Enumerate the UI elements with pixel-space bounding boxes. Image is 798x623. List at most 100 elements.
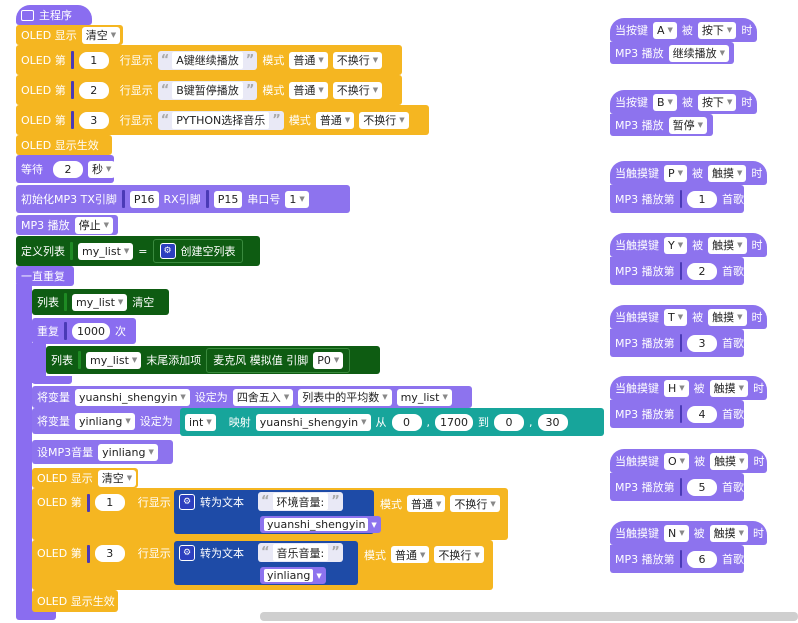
env-vol-text[interactable]: 环境音量: bbox=[272, 493, 329, 510]
forever-block[interactable]: 一直重复 bbox=[16, 266, 74, 286]
touch-y-action-dropdown[interactable]: 触摸▼ bbox=[708, 236, 747, 254]
touch-o-dropdown[interactable]: O▼ bbox=[664, 452, 690, 470]
touch-h-dropdown[interactable]: H▼ bbox=[664, 379, 689, 397]
song-number-2[interactable]: 2 bbox=[687, 262, 717, 280]
music-var-dropdown[interactable]: yinliang▼ bbox=[260, 567, 326, 584]
text-value-2[interactable]: B键暂停播放 bbox=[172, 81, 243, 99]
touch-h-action-dropdown[interactable]: 触摸▼ bbox=[709, 379, 749, 397]
mp3-stop-block[interactable]: MP3 播放 停止▼ bbox=[16, 215, 118, 235]
env-wrap-dropdown[interactable]: 不换行▼ bbox=[450, 495, 500, 512]
music-text-block[interactable]: “音乐音量:” bbox=[258, 543, 343, 562]
env-mode-dropdown[interactable]: 普通▼ bbox=[407, 495, 446, 512]
map-to-max[interactable]: 30 bbox=[537, 413, 568, 431]
list-clear-block[interactable]: 列表 my_list▼ 清空 bbox=[32, 289, 169, 315]
key-a-press-dropdown[interactable]: 按下▼ bbox=[697, 21, 737, 39]
song-number-5[interactable]: 5 bbox=[687, 478, 717, 496]
key-b-press-dropdown[interactable]: 按下▼ bbox=[697, 93, 737, 111]
list-clear-dropdown[interactable]: my_list▼ bbox=[72, 293, 128, 311]
vol-var-dropdown[interactable]: yinliang▼ bbox=[98, 443, 158, 461]
gear-icon[interactable]: ⚙ bbox=[159, 243, 176, 259]
event-touch-h[interactable]: 当触摸键 H▼ 被 触摸▼ 时 bbox=[610, 376, 767, 400]
define-list-block[interactable]: 定义列表 my_list▼ = ⚙ 创建空列表 bbox=[16, 236, 260, 266]
text-block-1[interactable]: “A键继续播放” bbox=[157, 50, 258, 70]
oled-clear-inner-block[interactable]: OLED 显示 清空▼ bbox=[32, 468, 138, 488]
play-song-1[interactable]: MP3 播放第 1 首歌 bbox=[610, 185, 744, 213]
oled-apply-inner-block[interactable]: OLED 显示生效 bbox=[32, 590, 118, 612]
create-empty-list-block[interactable]: ⚙ 创建空列表 bbox=[152, 239, 243, 263]
rx-pin-input[interactable]: P15 bbox=[213, 190, 243, 208]
play-song-2[interactable]: MP3 播放第 2 首歌 bbox=[610, 257, 744, 285]
map-to-min[interactable]: 0 bbox=[494, 413, 525, 431]
oled-line1-block[interactable]: OLED 第 1 行显示 “A键继续播放” 模式 普通▼ 不换行▼ bbox=[16, 45, 402, 75]
music-wrap-dropdown[interactable]: 不换行▼ bbox=[434, 546, 484, 563]
map-from-min[interactable]: 0 bbox=[391, 413, 422, 431]
wrap-dropdown-2[interactable]: 不换行▼ bbox=[332, 81, 383, 99]
mode-dropdown-2[interactable]: 普通▼ bbox=[289, 81, 328, 99]
song-number-4[interactable]: 4 bbox=[687, 405, 717, 423]
play-song-6[interactable]: MP3 播放第 6 首歌 bbox=[610, 545, 744, 573]
touch-t-action-dropdown[interactable]: 触摸▼ bbox=[708, 308, 747, 326]
text-block-3[interactable]: “PYTHON选择音乐” bbox=[157, 110, 284, 130]
wait-value[interactable]: 2 bbox=[53, 160, 83, 178]
main-program-hat[interactable]: 主程序 bbox=[16, 5, 92, 25]
event-touch-t[interactable]: 当触摸键 T▼ 被 触摸▼ 时 bbox=[610, 305, 767, 329]
int-map-block[interactable]: int▼ 映射 yuanshi_shengyin▼ 从 0 , 1700 到 0… bbox=[180, 408, 604, 436]
tx-pin-input[interactable]: P16 bbox=[129, 190, 159, 208]
oled-line2-block[interactable]: OLED 第 2 行显示 “B键暂停播放” 模式 普通▼ 不换行▼ bbox=[16, 75, 402, 105]
event-key-a[interactable]: 当按键 A▼ 被 按下▼ 时 bbox=[610, 18, 757, 42]
play-song-3[interactable]: MP3 播放第 3 首歌 bbox=[610, 329, 744, 357]
event-touch-o[interactable]: 当触摸键 O▼ 被 触摸▼ 时 bbox=[610, 449, 767, 473]
map-from-max[interactable]: 1700 bbox=[435, 413, 474, 431]
repeat-block[interactable]: 重复 1000 次 bbox=[32, 318, 136, 344]
list-avg-dropdown[interactable]: 列表中的平均数▼ bbox=[298, 388, 392, 406]
event-touch-p[interactable]: 当触摸键 P▼ 被 触摸▼ 时 bbox=[610, 161, 767, 185]
oled-line3-block[interactable]: OLED 第 3 行显示 “PYTHON选择音乐” 模式 普通▼ 不换行▼ bbox=[16, 105, 429, 135]
wait-unit-dropdown[interactable]: 秒▼ bbox=[88, 160, 116, 178]
music-mode-dropdown[interactable]: 普通▼ bbox=[391, 546, 430, 563]
mp3-pause-block[interactable]: MP3 播放 暂停▼ bbox=[610, 114, 713, 136]
list-append-block[interactable]: 列表 my_list▼ 末尾添加项 麦克风 模拟值 引脚 P0▼ bbox=[46, 346, 380, 374]
mp3-stop-dropdown[interactable]: 停止▼ bbox=[74, 216, 114, 234]
play-song-4[interactable]: MP3 播放第 4 首歌 bbox=[610, 400, 744, 428]
list-name-dropdown[interactable]: my_list▼ bbox=[78, 242, 134, 260]
key-a-dropdown[interactable]: A▼ bbox=[653, 21, 677, 39]
touch-o-action-dropdown[interactable]: 触摸▼ bbox=[710, 452, 749, 470]
map-var-dropdown[interactable]: yuanshi_shengyin▼ bbox=[255, 413, 371, 431]
mic-pin-dropdown[interactable]: P0▼ bbox=[313, 351, 344, 369]
key-b-dropdown[interactable]: B▼ bbox=[653, 93, 677, 111]
song-number-3[interactable]: 3 bbox=[687, 334, 717, 352]
touch-t-dropdown[interactable]: T▼ bbox=[664, 308, 688, 326]
event-touch-n[interactable]: 当触摸键 N▼ 被 触摸▼ 时 bbox=[610, 521, 767, 545]
continue-dropdown[interactable]: 继续播放▼ bbox=[668, 44, 730, 62]
gear-icon[interactable]: ⚙ bbox=[179, 545, 195, 561]
env-line-number[interactable]: 1 bbox=[94, 494, 125, 511]
round-dropdown[interactable]: 四舍五入▼ bbox=[232, 388, 294, 406]
song-number-1[interactable]: 1 bbox=[687, 190, 717, 208]
touch-p-dropdown[interactable]: P▼ bbox=[664, 164, 688, 182]
mode-dropdown-3[interactable]: 普通▼ bbox=[315, 111, 355, 129]
gear-icon[interactable]: ⚙ bbox=[179, 494, 195, 510]
text-value-1[interactable]: A键继续播放 bbox=[172, 51, 243, 69]
wait-block[interactable]: 等待 2 秒▼ bbox=[16, 155, 116, 183]
set-volume-block[interactable]: 设MP3音量 yinliang▼ bbox=[32, 440, 173, 464]
touch-n-dropdown[interactable]: N▼ bbox=[664, 524, 689, 542]
oled-clear-dropdown[interactable]: 清空▼ bbox=[81, 26, 121, 44]
song-number-6[interactable]: 6 bbox=[687, 550, 717, 568]
int-dropdown[interactable]: int▼ bbox=[185, 413, 216, 431]
mic-read-block[interactable]: 麦克风 模拟值 引脚 P0▼ bbox=[206, 347, 351, 373]
init-mp3-block[interactable]: 初始化MP3 TX引脚 P16 RX引脚 P15 串口号 1▼ bbox=[16, 185, 350, 213]
wrap-dropdown-1[interactable]: 不换行▼ bbox=[332, 51, 383, 69]
wrap-dropdown-3[interactable]: 不换行▼ bbox=[359, 111, 409, 129]
port-dropdown[interactable]: 1▼ bbox=[285, 190, 309, 208]
append-list-dropdown[interactable]: my_list▼ bbox=[86, 351, 142, 369]
line-number-2[interactable]: 2 bbox=[78, 81, 109, 99]
music-vol-text[interactable]: 音乐音量: bbox=[272, 544, 329, 561]
line-number-1[interactable]: 1 bbox=[78, 51, 109, 69]
event-key-b[interactable]: 当按键 B▼ 被 按下▼ 时 bbox=[610, 90, 757, 114]
text-value-3[interactable]: PYTHON选择音乐 bbox=[172, 111, 270, 129]
horizontal-scrollbar[interactable] bbox=[260, 612, 798, 621]
play-song-5[interactable]: MP3 播放第 5 首歌 bbox=[610, 473, 744, 501]
touch-p-action-dropdown[interactable]: 触摸▼ bbox=[708, 164, 747, 182]
var-yuanshi-dropdown[interactable]: yuanshi_shengyin▼ bbox=[75, 388, 190, 406]
event-touch-y[interactable]: 当触摸键 Y▼ 被 触摸▼ 时 bbox=[610, 233, 767, 257]
